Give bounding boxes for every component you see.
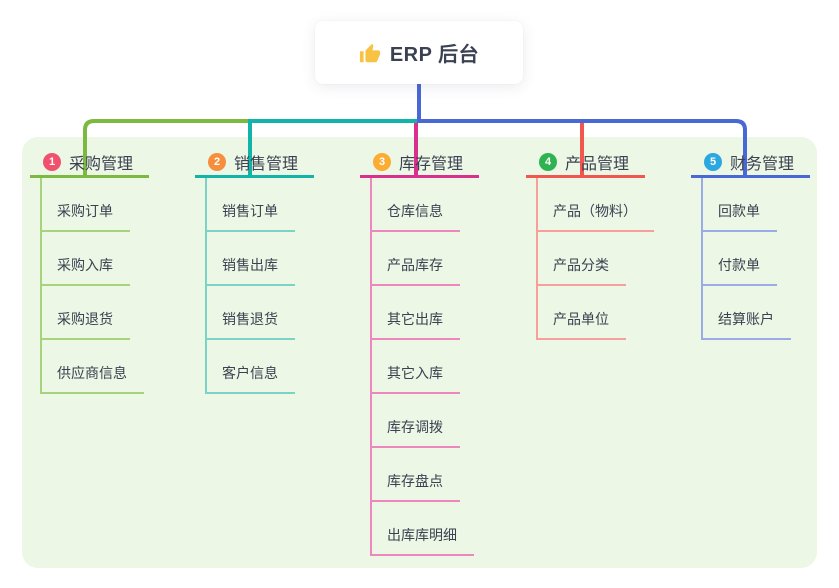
branch-items: 回款单付款单结算账户: [701, 178, 791, 340]
branch-underline: [526, 175, 645, 178]
branch-underline: [195, 175, 314, 178]
leaf-node-label: 其它入库: [387, 365, 443, 381]
leaf-node[interactable]: 销售订单: [207, 178, 295, 232]
branch-number-badge: 5: [704, 153, 722, 171]
leaf-node-label: 出库库明细: [387, 527, 457, 543]
leaf-node-label: 销售出库: [222, 257, 278, 273]
branch-number-badge: 3: [373, 153, 391, 171]
branch-number-badge: 2: [208, 153, 226, 171]
leaf-node-label: 产品单位: [553, 311, 609, 327]
leaf-node[interactable]: 库存调拨: [372, 394, 460, 448]
leaf-node-label: 销售退货: [222, 311, 278, 327]
branch-column: 2 销售管理 销售订单销售出库销售退货客户信息: [195, 149, 314, 394]
leaf-node[interactable]: 采购订单: [42, 178, 130, 232]
leaf-node[interactable]: 销售出库: [207, 232, 295, 286]
leaf-node-label: 产品库存: [387, 257, 443, 273]
leaf-node[interactable]: 产品分类: [538, 232, 626, 286]
branch-title: 采购管理: [69, 156, 134, 173]
leaf-node[interactable]: 出库库明细: [372, 502, 474, 556]
leaf-node[interactable]: 产品库存: [372, 232, 460, 286]
leaf-node-label: 采购退货: [57, 311, 113, 327]
leaf-node-label: 产品分类: [553, 257, 609, 273]
branch-node[interactable]: 2 销售管理: [195, 149, 314, 175]
branch-node[interactable]: 4 产品管理: [526, 149, 654, 175]
leaf-node-label: 采购入库: [57, 257, 113, 273]
branches-panel: [22, 137, 817, 568]
branch-number-badge: 1: [43, 153, 61, 171]
branch-items: 销售订单销售出库销售退货客户信息: [205, 178, 295, 394]
leaf-node[interactable]: 库存盘点: [372, 448, 460, 502]
branch-number-badge: 4: [539, 153, 557, 171]
connector-branch-1: [83, 119, 250, 177]
thumbs-up-icon: [359, 43, 381, 65]
leaf-node-label: 采购订单: [57, 203, 113, 219]
leaf-node-label: 库存调拨: [387, 419, 443, 435]
leaf-node-label: 客户信息: [222, 365, 278, 381]
leaf-node[interactable]: 销售退货: [207, 286, 295, 340]
leaf-node[interactable]: 采购入库: [42, 232, 130, 286]
branch-column: 3 库存管理 仓库信息产品库存其它出库其它入库库存调拨库存盘点出库库明细: [360, 149, 479, 556]
branch-items: 仓库信息产品库存其它出库其它入库库存调拨库存盘点出库库明细: [370, 178, 474, 556]
connector-branch-2: [248, 119, 417, 177]
branch-node[interactable]: 3 库存管理: [360, 149, 479, 175]
root-title: ERP 后台: [389, 44, 480, 66]
branch-column: 1 采购管理 采购订单采购入库采购退货供应商信息: [30, 149, 149, 394]
leaf-node-label: 其它出库: [387, 311, 443, 327]
branch-node[interactable]: 5 财务管理: [691, 149, 810, 175]
leaf-node-label: 付款单: [718, 257, 760, 273]
branch-column: 5 财务管理 回款单付款单结算账户: [691, 149, 810, 340]
branch-underline: [360, 175, 479, 178]
leaf-node[interactable]: 其它出库: [372, 286, 460, 340]
leaf-node-label: 仓库信息: [387, 203, 443, 219]
leaf-node[interactable]: 采购退货: [42, 286, 130, 340]
leaf-node[interactable]: 结算账户: [703, 286, 791, 340]
branch-items: 采购订单采购入库采购退货供应商信息: [40, 178, 144, 394]
branch-items: 产品（物料） 产品分类产品单位: [536, 178, 654, 340]
leaf-node-label: 供应商信息: [57, 365, 127, 381]
root-node[interactable]: ERP 后台: [315, 21, 523, 84]
leaf-node[interactable]: 供应商信息: [42, 340, 144, 394]
branch-title: 财务管理: [730, 156, 795, 173]
leaf-node[interactable]: 其它入库: [372, 340, 460, 394]
connector-branch-5: [417, 119, 747, 177]
branch-underline: [691, 175, 810, 178]
leaf-node-label: 库存盘点: [387, 473, 443, 489]
leaf-node[interactable]: 产品（物料）: [538, 178, 654, 232]
branch-column: 4 产品管理 产品（物料） 产品分类产品单位: [526, 149, 654, 340]
leaf-node-label: 销售订单: [222, 203, 278, 219]
leaf-node[interactable]: 产品单位: [538, 286, 626, 340]
branch-underline: [30, 175, 149, 178]
leaf-node[interactable]: 回款单: [703, 178, 777, 232]
leaf-node-label: 结算账户: [718, 311, 774, 327]
leaf-node[interactable]: 仓库信息: [372, 178, 460, 232]
branch-title: 销售管理: [234, 156, 299, 173]
leaf-node[interactable]: 付款单: [703, 232, 777, 286]
leaf-node[interactable]: 客户信息: [207, 340, 295, 394]
leaf-node-label: 产品（物料）: [553, 203, 637, 219]
branch-title: 库存管理: [399, 156, 464, 173]
branch-title: 产品管理: [565, 156, 630, 173]
branch-node[interactable]: 1 采购管理: [30, 149, 149, 175]
leaf-node-label: 回款单: [718, 203, 760, 219]
